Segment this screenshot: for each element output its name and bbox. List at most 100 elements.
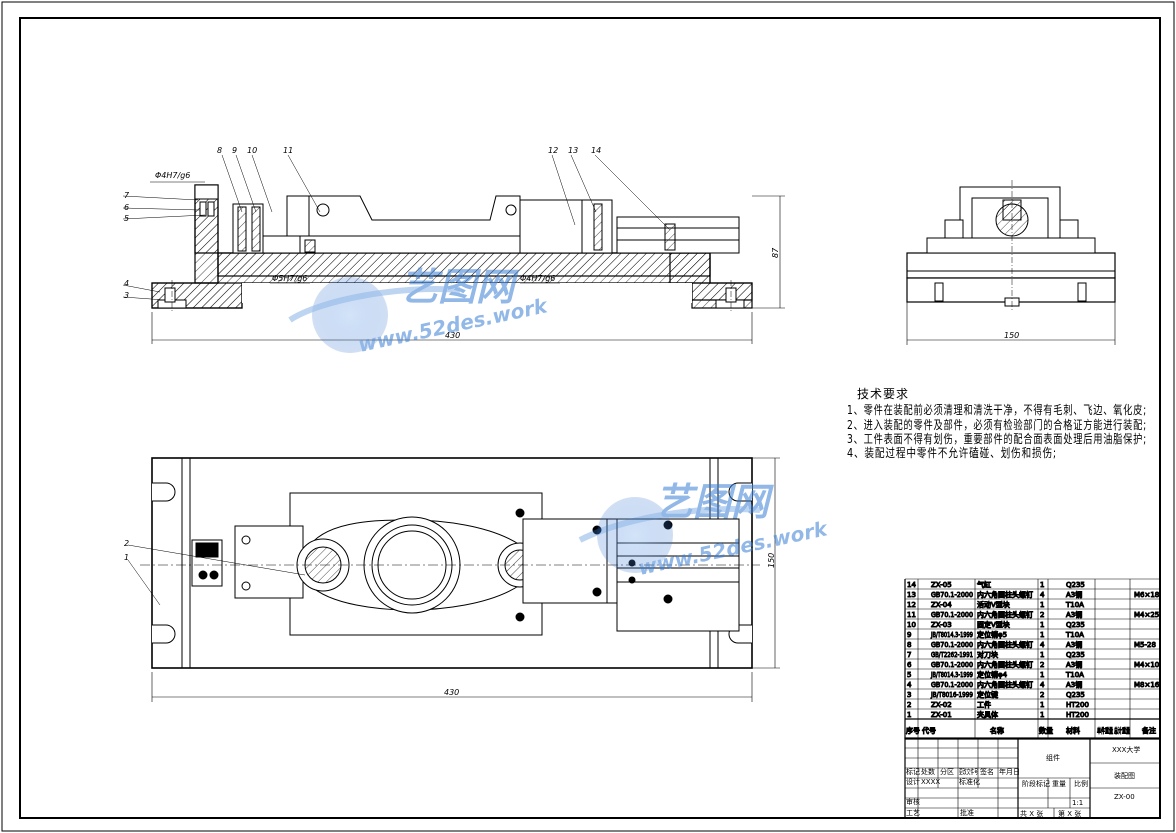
- bom-name: 夹具体: [977, 710, 998, 719]
- fit-right: Φ4H7/g6: [520, 274, 555, 283]
- stage-label: 阶段标记: [1022, 779, 1050, 788]
- dim-front-width: 430: [445, 331, 460, 340]
- bom-header-cell: 总计重量: [1114, 726, 1130, 735]
- bom-name: 定位销φ4: [977, 670, 1008, 679]
- bom-note: M8×16: [1134, 681, 1160, 689]
- bom-material: T10A: [1065, 601, 1084, 609]
- balloon-9: 9: [232, 146, 237, 155]
- bom-qty: 4: [1040, 591, 1045, 599]
- bom-qty: 2: [1040, 691, 1044, 699]
- bom-no: 6: [907, 661, 912, 669]
- bom-code: ZX-01: [931, 711, 952, 719]
- bom-qty: 1: [1040, 711, 1044, 719]
- bom-no: 9: [907, 631, 911, 639]
- bom-header-cell: 代号: [922, 726, 936, 735]
- bom-name: 活动V型块: [977, 600, 1010, 609]
- std-label: 标准化: [959, 777, 980, 786]
- plan-annotations: 2 1 430 150: [124, 539, 776, 697]
- bom-note: M5-28: [1134, 641, 1156, 649]
- bom-qty: 1: [1040, 631, 1044, 639]
- bom-material: Q235: [1066, 651, 1085, 659]
- watermark-1: 艺图网 www.52des.work: [288, 265, 551, 357]
- dim-side-width: 150: [1004, 331, 1019, 340]
- bom-note: M4×10: [1134, 661, 1159, 669]
- bom-qty: 4: [1040, 681, 1045, 689]
- sheet-no: 第 X 张: [1058, 809, 1081, 818]
- bom-name: 内六角圆柱头螺钉: [977, 590, 1033, 599]
- bom-material: Q235: [1066, 621, 1085, 629]
- bom-code: ZX-03: [931, 621, 952, 629]
- bom-header-cell: 单件重量: [1097, 726, 1113, 735]
- process-label: 工艺: [906, 809, 920, 817]
- bom-qty: 1: [1040, 671, 1044, 679]
- front-balloons: 7 6 5 4 3 8 9 10 11 12 13 14 Φ4H7/g6 Φ5H…: [124, 146, 780, 340]
- audit-label: 审核: [906, 797, 920, 806]
- bom-header-cell: 备注: [1142, 726, 1156, 735]
- bom-qty: 1: [1040, 701, 1044, 709]
- scale-label: 比例: [1074, 779, 1088, 788]
- bom-code: GB/T2262-1991: [931, 651, 973, 659]
- bom-note: M4×25: [1134, 611, 1159, 619]
- bom-code: JB/T8014.3-1999: [930, 631, 973, 639]
- bom-name: 对刀块: [977, 650, 998, 659]
- balloon-13: 13: [568, 146, 578, 155]
- bom-no: 4: [907, 681, 912, 689]
- bom-name: 内六角圆柱头螺钉: [977, 640, 1033, 649]
- bom-name: 固定V型块: [977, 620, 1010, 629]
- bom-qty: 2: [1040, 661, 1044, 669]
- fit-top-left: Φ4H7/g6: [155, 171, 190, 180]
- bom-material: T10A: [1065, 631, 1084, 639]
- tech-item: 3、工件表面不得有划伤，重要部件的配合面表面处理后用油脂保护;: [847, 431, 1147, 446]
- bom-code: JB/T8014.3-1999: [930, 671, 973, 679]
- tech-title: 技术要求: [857, 387, 909, 401]
- balloon-11: 11: [283, 146, 293, 155]
- bom-header-cell: 材料: [1066, 726, 1080, 735]
- bom-no: 8: [907, 641, 911, 649]
- bom-qty: 1: [1040, 601, 1044, 609]
- mass-label: 重量: [1052, 780, 1066, 788]
- bom-material: A3钢: [1066, 590, 1082, 599]
- drawing-no: ZX-00: [1114, 793, 1135, 801]
- bom-code: JB/T8016-1999: [930, 691, 973, 699]
- watermark-brand: 艺图网: [655, 480, 774, 524]
- bom-no: 5: [907, 671, 911, 679]
- bom-code: GB70.1-2000: [931, 591, 973, 599]
- bom-material: HT200: [1066, 701, 1089, 709]
- balloon-8: 8: [217, 146, 222, 155]
- bom-qty: 1: [1040, 651, 1044, 659]
- bom-qty: 2: [1040, 611, 1044, 619]
- scale-value: 1:1: [1072, 799, 1083, 807]
- bom-qty: 1: [1040, 581, 1044, 589]
- approve-label: 批准: [960, 808, 974, 817]
- bom-no: 3: [907, 691, 911, 699]
- bom-header-cell: 数量: [1039, 726, 1053, 735]
- bom-no: 11: [907, 611, 916, 619]
- tech-item: 4、装配过程中零件不允许磕碰、划伤和损伤;: [847, 445, 1057, 460]
- bom-code: GB70.1-2000: [931, 611, 973, 619]
- bom-name: 气缸: [977, 580, 991, 589]
- bom-material: A3钢: [1066, 640, 1082, 649]
- tb-count: 处数: [921, 767, 935, 776]
- bom-material: A3钢: [1066, 610, 1082, 619]
- bom-no: 13: [907, 591, 916, 599]
- balloon-6: 6: [124, 203, 129, 212]
- bom-code: GB70.1-2000: [931, 681, 973, 689]
- bom-no: 1: [907, 711, 911, 719]
- technical-requirements: 技术要求 1、零件在装配前必须清理和清洗干净，不得有毛刺、飞边、氧化皮; 2、进…: [847, 387, 1147, 460]
- bom-code: GB70.1-2000: [931, 641, 973, 649]
- watermark-brand: 艺图网: [400, 265, 519, 309]
- balloon-3: 3: [124, 291, 129, 300]
- bom-name: 定位销φ5: [977, 630, 1007, 639]
- bom-header-cell: 名称: [990, 726, 1004, 735]
- inner-border: [19, 17, 1161, 819]
- balloon-5: 5: [124, 214, 129, 223]
- fit-mid: Φ5H7/g6: [272, 274, 307, 283]
- bom-code: ZX-02: [931, 701, 952, 709]
- bom-no: 12: [907, 601, 916, 609]
- designer-label: 设计: [906, 777, 920, 786]
- bom-no: 10: [907, 621, 916, 629]
- bom-name: 内六角圆柱头螺钉: [977, 610, 1033, 619]
